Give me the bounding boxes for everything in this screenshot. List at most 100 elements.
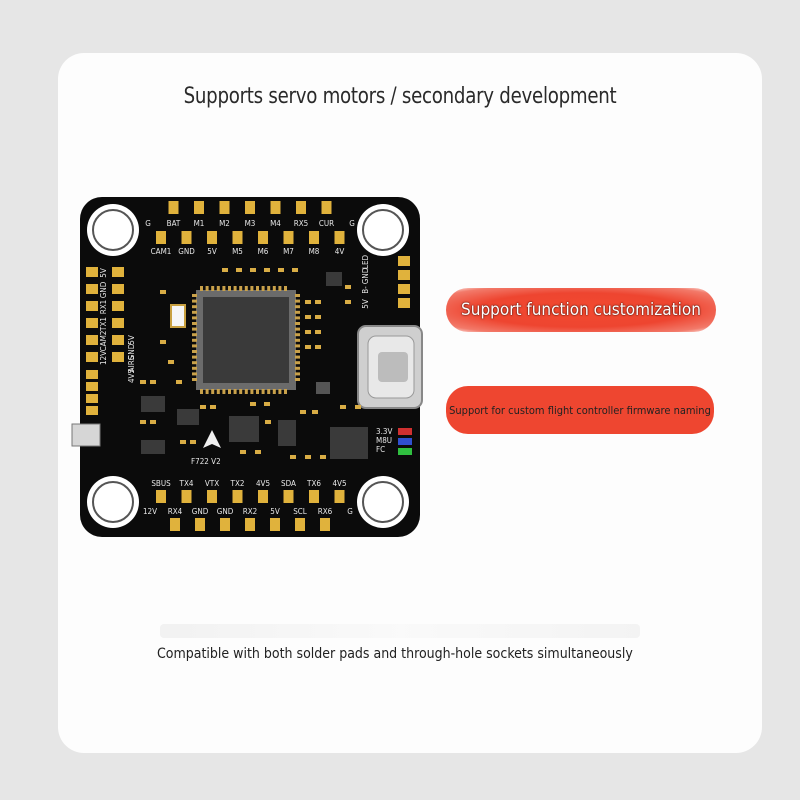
pad-label: 5V bbox=[99, 268, 108, 278]
solder-pad bbox=[258, 490, 268, 503]
pad-label: VTX bbox=[205, 479, 219, 488]
pad-label: 12V bbox=[143, 507, 157, 516]
solder-pad bbox=[334, 231, 345, 244]
smd-part bbox=[180, 440, 186, 444]
caption: Compatible with both solder pads and thr… bbox=[157, 646, 633, 662]
pad-label: M2 bbox=[219, 219, 230, 228]
solder-pad bbox=[398, 298, 410, 308]
smd-part bbox=[200, 405, 206, 409]
smd-part bbox=[312, 410, 318, 414]
solder-pad bbox=[86, 394, 98, 403]
pad-label: CUR bbox=[319, 219, 334, 228]
boot-switch bbox=[71, 423, 101, 447]
smd-part bbox=[305, 330, 311, 334]
smd-part bbox=[278, 268, 284, 272]
pad-label: 4V5 bbox=[127, 369, 136, 383]
pad-label: 5V bbox=[127, 335, 136, 345]
smd-part bbox=[140, 420, 146, 424]
solder-pad bbox=[194, 201, 204, 214]
arrow-logo-icon bbox=[203, 430, 221, 448]
solder-pad bbox=[86, 301, 98, 311]
mount-hole-bottom-right bbox=[357, 476, 409, 528]
smd-part bbox=[255, 450, 261, 454]
solder-pad bbox=[398, 284, 410, 294]
small-chip bbox=[141, 396, 165, 412]
solder-pad bbox=[181, 231, 192, 244]
pad-label: G bbox=[347, 507, 353, 516]
smd-part bbox=[160, 340, 166, 344]
solder-pad bbox=[207, 490, 217, 503]
small-chip bbox=[141, 440, 165, 454]
pad-label: GND bbox=[361, 267, 370, 284]
faint-text-ghost bbox=[160, 624, 640, 638]
pad-label: RX1 bbox=[99, 300, 108, 315]
mcu-chip bbox=[192, 286, 300, 394]
pad-label: G bbox=[349, 219, 355, 228]
smd-part bbox=[264, 268, 270, 272]
pad-label: M3 bbox=[245, 219, 256, 228]
solder-pad bbox=[283, 490, 294, 503]
smd-part bbox=[222, 268, 228, 272]
led-label: M8U bbox=[376, 436, 392, 445]
pad-label: TX1 bbox=[99, 317, 108, 332]
pad-label: GND bbox=[99, 281, 108, 298]
pad-label: GND bbox=[178, 247, 195, 256]
solder-pad bbox=[112, 335, 124, 345]
smd-part bbox=[315, 300, 321, 304]
usb-c-port bbox=[357, 325, 423, 409]
mount-hole-top-right bbox=[357, 204, 409, 256]
pad-label: M5 bbox=[232, 247, 243, 256]
smd-part bbox=[345, 285, 351, 289]
solder-pad bbox=[86, 382, 98, 391]
smd-part bbox=[265, 420, 271, 424]
smd-part bbox=[150, 380, 156, 384]
smd-part bbox=[320, 455, 326, 459]
pad-label: LED bbox=[361, 255, 370, 270]
smd-part bbox=[176, 380, 182, 384]
smd-part bbox=[305, 300, 311, 304]
pad-label: M7 bbox=[283, 247, 294, 256]
solder-pad bbox=[334, 490, 345, 503]
mount-hole-bottom-left bbox=[87, 476, 139, 528]
pad-label: M4 bbox=[270, 219, 281, 228]
smd-part bbox=[315, 315, 321, 319]
smd-part bbox=[160, 290, 166, 294]
pad-label: 4V5 bbox=[332, 479, 346, 488]
smd-part bbox=[240, 450, 246, 454]
smd-part bbox=[305, 455, 311, 459]
solder-pad bbox=[86, 267, 98, 277]
smd-part bbox=[290, 455, 296, 459]
pad-label: RX5 bbox=[294, 219, 309, 228]
pad-label: BAT bbox=[167, 219, 181, 228]
smd-part bbox=[305, 345, 311, 349]
solder-pad bbox=[232, 231, 243, 244]
smd-part bbox=[210, 405, 216, 409]
solder-pad bbox=[86, 284, 98, 294]
pad-label: TX6 bbox=[306, 479, 321, 488]
pad-label: M6 bbox=[258, 247, 269, 256]
headline: Supports servo motors / secondary develo… bbox=[183, 84, 617, 109]
led-blue bbox=[398, 438, 412, 445]
smd-part bbox=[150, 420, 156, 424]
smd-part bbox=[315, 345, 321, 349]
small-chip bbox=[177, 409, 199, 425]
smd-part bbox=[292, 268, 298, 272]
pad-label: CAM2 bbox=[99, 331, 108, 352]
regulator-chip bbox=[330, 427, 368, 459]
solder-pad bbox=[320, 518, 330, 531]
solder-pad bbox=[283, 231, 294, 244]
solder-pad bbox=[86, 370, 98, 379]
solder-pad bbox=[112, 267, 124, 277]
pad-label: CAM1 bbox=[151, 247, 172, 256]
solder-pad bbox=[309, 231, 319, 244]
pad-label: TX2 bbox=[230, 479, 245, 488]
solder-pad bbox=[220, 518, 230, 531]
pad-label: SCL bbox=[293, 507, 307, 516]
solder-pad bbox=[321, 201, 332, 214]
smd-part bbox=[264, 402, 270, 406]
solder-pad bbox=[168, 201, 179, 214]
solder-pad bbox=[112, 301, 124, 311]
led-label: FC bbox=[376, 445, 385, 454]
solder-pad bbox=[156, 231, 166, 244]
